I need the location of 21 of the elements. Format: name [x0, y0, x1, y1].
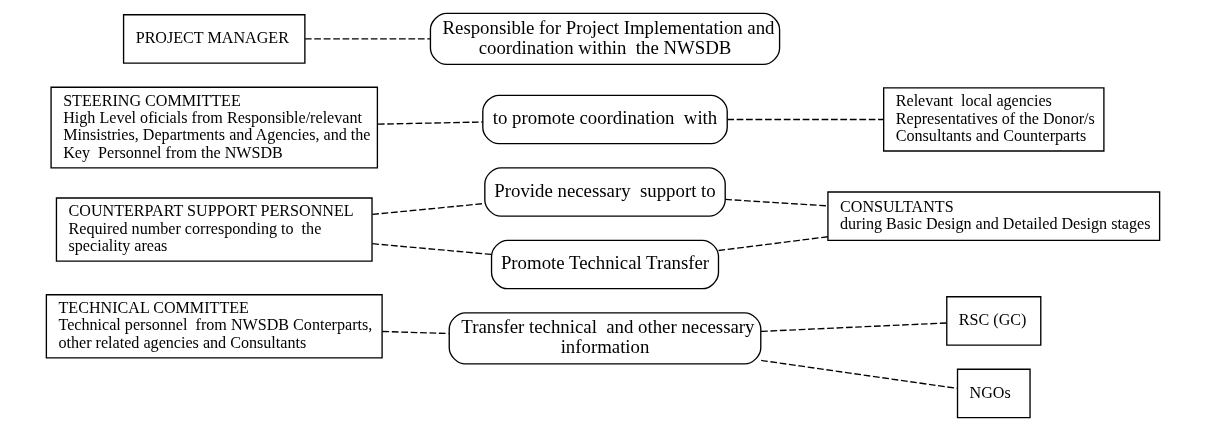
connector — [726, 118, 885, 121]
connector — [304, 38, 431, 40]
node-box: TECHNICAL COMMITTEE Technical personnel from NWSDB Conterparts, other related agencies and Consultants — [45, 294, 383, 359]
node-box: to promote coordination with — [482, 94, 728, 145]
connector — [724, 198, 829, 207]
node-box: Responsible for Project Implementation and coordination within the NWSDB — [429, 12, 781, 66]
connector — [760, 322, 948, 333]
node-box: COUNTERPART SUPPORT PERSONNEL Required number corresponding to the speciality areas — [55, 197, 373, 262]
connector — [371, 243, 492, 256]
connector — [717, 236, 829, 252]
node-box: Transfer technical and other necessary information — [448, 312, 762, 365]
connector — [377, 121, 484, 125]
node-box: STEERING COMMITTEE High Level oficials from Responsible/relevant Minsistries, Departments and Agencies, and the Key Personnel from the NWSDB — [50, 86, 379, 169]
node-box: RSC (GC) — [946, 296, 1042, 346]
node-box: CONSULTANTS during Basic Design and Detailed Design stages — [827, 191, 1161, 241]
node-box: Promote Technical Transfer — [490, 239, 720, 290]
node-box: Provide necessary support to — [484, 167, 726, 217]
connector — [381, 330, 450, 335]
node-box: PROJECT MANAGER — [122, 14, 306, 64]
node-box: NGOs — [956, 368, 1031, 419]
node-box: Relevant local agencies Representatives of the Donor/s Consultants and Counterparts — [883, 87, 1105, 152]
